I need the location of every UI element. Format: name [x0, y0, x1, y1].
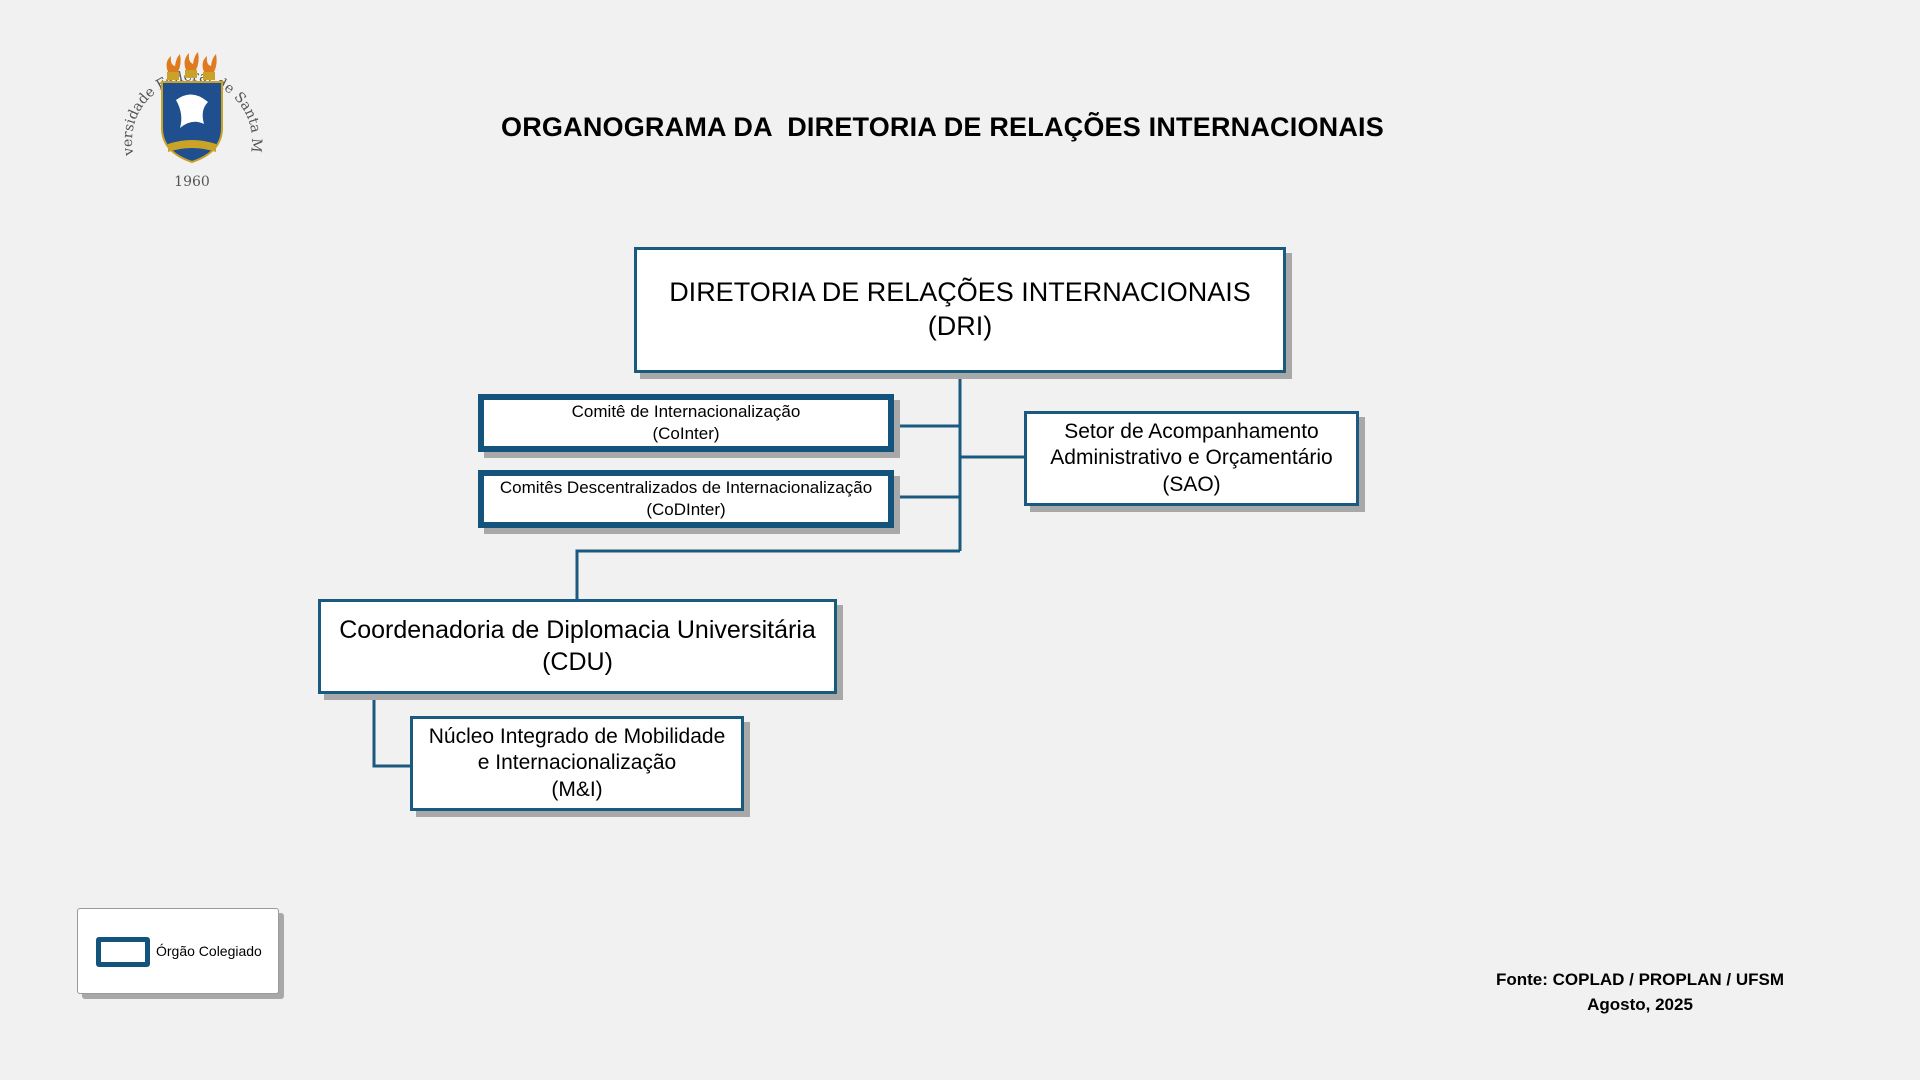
shield-icon — [161, 81, 223, 164]
unit-box-sao: Setor de Acompanhamento Administrativo e… — [1024, 411, 1359, 506]
legend-swatch-colegiado — [96, 937, 150, 967]
source-date: Agosto, 2025 — [1587, 994, 1693, 1014]
source-note: Fonte: COPLAD / PROPLAN / UFSM Agosto, 2… — [1460, 968, 1820, 1017]
unit-label-cdu: Coordenadoria de Diplomacia Universitári… — [339, 616, 816, 645]
connector-mi — [372, 693, 411, 768]
unit-box-dri: DIRETORIA DE RELAÇÕES INTERNACIONAIS (DR… — [634, 247, 1286, 373]
ufsm-logo: Universidade Federal de Santa Maria 1960 — [112, 28, 266, 192]
unit-label-cointer-acronym: (CoInter) — [652, 424, 720, 443]
unit-label-codinter-acronym: (CoDInter) — [646, 500, 726, 519]
connector-cdu — [575, 549, 960, 600]
page-title: ORGANOGRAMA DA DIRETORIA DE RELAÇÕES INT… — [501, 112, 1384, 142]
legend: Órgão Colegiado — [77, 908, 279, 994]
unit-label-cointer: Comitê de Internacionalização — [571, 401, 801, 421]
unit-label-sao-line1: Setor de Acompanhamento — [1064, 420, 1319, 444]
unit-box-cointer: Comitê de Internacionalização (CoInter) — [478, 394, 894, 452]
source-line: Fonte: COPLAD / PROPLAN / UFSM — [1495, 970, 1785, 989]
unit-box-mi: Núcleo Integrado de Mobilidade e Interna… — [410, 716, 744, 811]
unit-label-mi-acronym: (M&I) — [551, 777, 603, 801]
unit-label-codinter: Comitês Descentralizados de Internaciona… — [499, 477, 873, 497]
unit-label-cdu-acronym: (CDU) — [542, 647, 613, 676]
unit-label-mi-line2: e Internacionalização — [477, 751, 677, 775]
unit-label-dri: DIRETORIA DE RELAÇÕES INTERNACIONAIS (DR… — [669, 277, 1251, 341]
unit-box-cdu: Coordenadoria de Diplomacia Universitári… — [318, 599, 837, 694]
unit-label-mi-line1: Núcleo Integrado de Mobilidade — [428, 725, 726, 749]
legend-label: Órgão Colegiado — [156, 943, 262, 959]
logo-year: 1960 — [174, 174, 210, 190]
torch-icon — [166, 52, 217, 80]
unit-label-sao-line2: Administrativo e Orçamentário — [1050, 446, 1333, 470]
unit-box-codinter: Comitês Descentralizados de Internaciona… — [478, 470, 894, 528]
unit-label-sao-acronym: (SAO) — [1162, 472, 1221, 496]
